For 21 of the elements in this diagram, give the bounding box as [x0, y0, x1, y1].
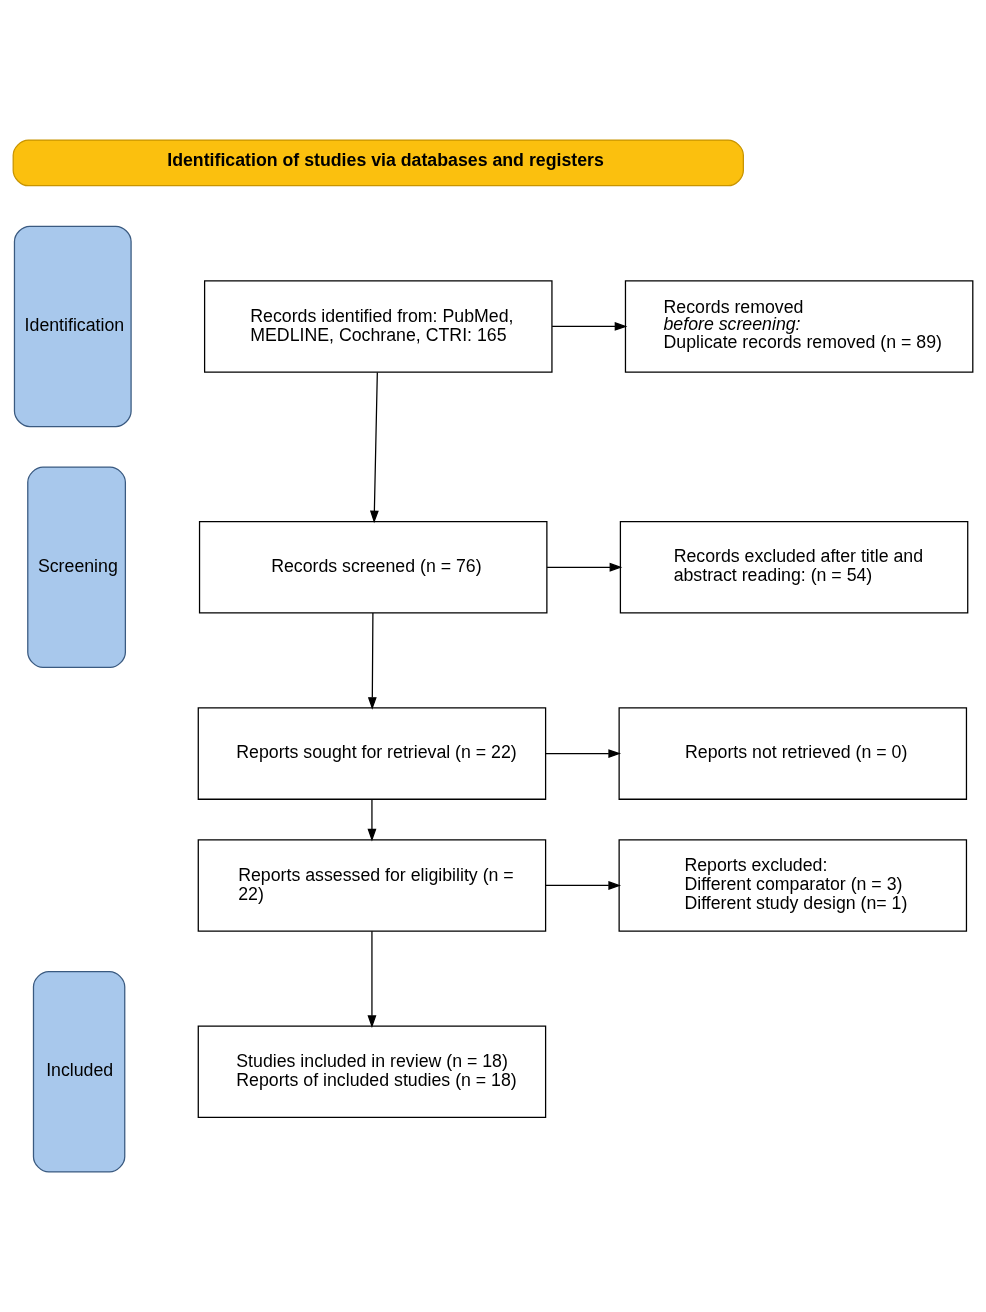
node-box: Records excluded after title and abstract reading: (n = 54) — [619, 521, 969, 614]
arrow — [367, 930, 377, 1029]
node-box: Studies included in review (n = 18) Reports of included studies (n = 18) — [197, 1025, 547, 1119]
node-box: Reports not retrieved (n = 0) — [618, 707, 968, 800]
node-box: Reports sought for retrieval (n = 22) — [197, 707, 547, 800]
node-box: Reports excluded: Different comparator (n = 3) Different study design (n= 1) — [618, 839, 968, 932]
arrow — [367, 798, 377, 842]
node-box: Identification — [13, 225, 132, 428]
node-box: Reports assessed for eligibility (n = 22) — [197, 839, 547, 932]
node-box: Identification of studies via databases and registers — [12, 139, 744, 187]
arrow — [545, 881, 622, 890]
node-box: Records identified from: PubMed, MEDLINE, Cochrane, CTRI: 165 — [203, 280, 553, 373]
arrow — [367, 612, 377, 710]
node-box: Records removed before screening: Duplicate records removed (n = 89) — [624, 280, 974, 373]
node-box: Screening — [27, 466, 126, 669]
node-box: Records screened (n = 76) — [198, 521, 548, 614]
arrow — [545, 749, 622, 759]
arrow — [546, 562, 623, 572]
arrow — [369, 371, 379, 524]
arrow — [551, 321, 628, 331]
node-box: Included — [32, 971, 126, 1173]
